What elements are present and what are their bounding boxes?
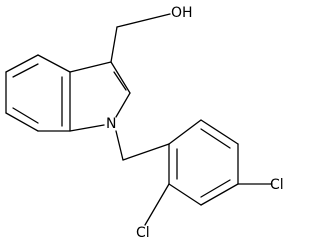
bond-c4-c5 xyxy=(5,54,39,73)
bond-c3-ch2 xyxy=(110,26,118,63)
bond-ch2-oh xyxy=(116,13,171,28)
bond-c1prime-c6prime xyxy=(168,119,202,145)
bond-c4prime-c3prime-inner xyxy=(200,179,231,198)
nitrogen-label: N xyxy=(106,116,116,132)
bond-c6prime-c5prime-inner xyxy=(200,128,231,149)
bond-c3a-c4 xyxy=(37,54,71,73)
chlorine-ortho-label: Cl xyxy=(136,225,150,241)
bond-c4-c5-inner xyxy=(12,63,39,78)
chlorine-para-label: Cl xyxy=(270,177,284,193)
bond-n1-ch2 xyxy=(115,130,124,161)
bond-c2-n1 xyxy=(115,92,131,118)
chemical-structure-diagram: OH N Cl Cl xyxy=(5,5,284,241)
bond-lines xyxy=(5,13,273,226)
bond-c3-c3a xyxy=(69,61,112,73)
atom-labels: OH N Cl Cl xyxy=(106,5,284,241)
bond-c3-c2-inner xyxy=(113,71,127,91)
bond-c3-c2 xyxy=(110,61,131,94)
hydroxyl-label: OH xyxy=(171,5,193,21)
bond-c6-c7-inner xyxy=(12,107,39,124)
bond-ch2-c1prime xyxy=(122,143,170,161)
bond-c4prime-c3prime xyxy=(200,183,239,206)
bond-n1-c7a xyxy=(69,124,105,132)
bond-c6-c7 xyxy=(5,112,39,132)
bond-c3prime-c2prime xyxy=(168,183,202,206)
bond-c2prime-cl xyxy=(144,183,170,226)
bond-c6prime-c5prime xyxy=(200,119,239,145)
